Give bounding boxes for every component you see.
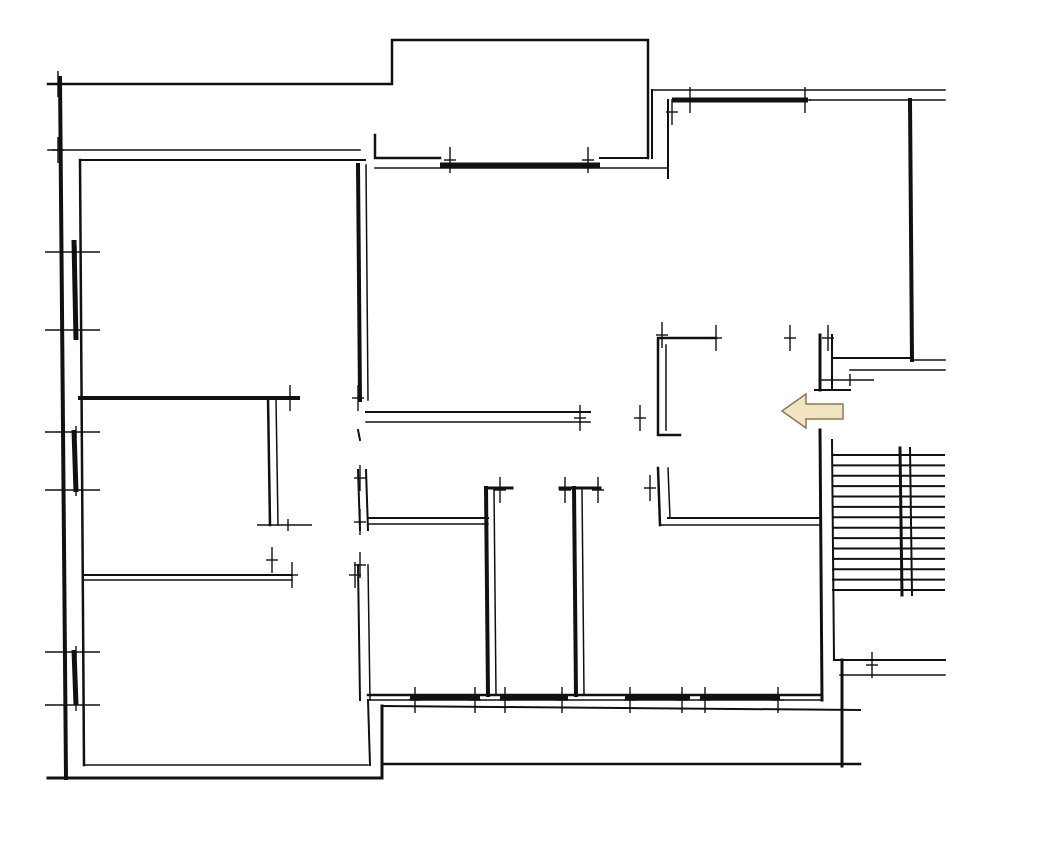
dimension-tick [45, 246, 100, 258]
dimension-tick [45, 484, 100, 496]
entry-arrow-icon [780, 392, 844, 430]
dimension-ticks [45, 71, 878, 713]
dimension-tick [634, 405, 646, 431]
dimension-tick [699, 687, 711, 713]
dimension-tick [352, 385, 364, 411]
dimension-tick [45, 646, 100, 658]
dimension-tick [684, 87, 696, 113]
exterior-walls [46, 38, 946, 781]
dimension-tick [656, 322, 668, 348]
dimension-tick [409, 687, 421, 713]
dimension-tick [559, 477, 571, 503]
dimension-tick [52, 137, 64, 163]
dimension-tick [257, 519, 312, 531]
interior-walls [78, 162, 822, 702]
dimension-tick [819, 374, 874, 386]
dimension-tick [45, 324, 100, 336]
dimension-tick [822, 325, 834, 351]
dimension-tick [354, 552, 366, 578]
dimension-tick [666, 99, 678, 125]
dimension-tick [354, 465, 366, 491]
dimension-tick [866, 652, 878, 678]
dimension-tick [574, 405, 586, 431]
dimension-tick [354, 509, 366, 535]
dimension-tick [644, 475, 656, 501]
dimension-tick [266, 547, 278, 573]
dimension-tick [45, 426, 100, 438]
dimension-tick [592, 477, 604, 503]
dimension-tick [45, 699, 100, 711]
stair-treads [832, 454, 945, 591]
dimension-tick [52, 71, 64, 97]
stairs [832, 446, 945, 597]
dimension-tick [286, 562, 298, 588]
dimension-tick [499, 687, 511, 713]
dimension-tick [494, 477, 506, 503]
dimension-tick [444, 147, 456, 173]
dimension-tick [582, 147, 594, 173]
dimension-tick [624, 687, 636, 713]
dimension-tick [772, 687, 784, 713]
dimension-tick [710, 325, 722, 351]
windows [71, 97, 808, 706]
dimension-tick [676, 687, 688, 713]
dimension-tick [469, 687, 481, 713]
dimension-tick [284, 385, 296, 411]
dimension-tick [784, 325, 796, 351]
dimension-tick [799, 87, 811, 113]
dimension-tick [349, 562, 361, 588]
dimension-tick [556, 687, 568, 713]
